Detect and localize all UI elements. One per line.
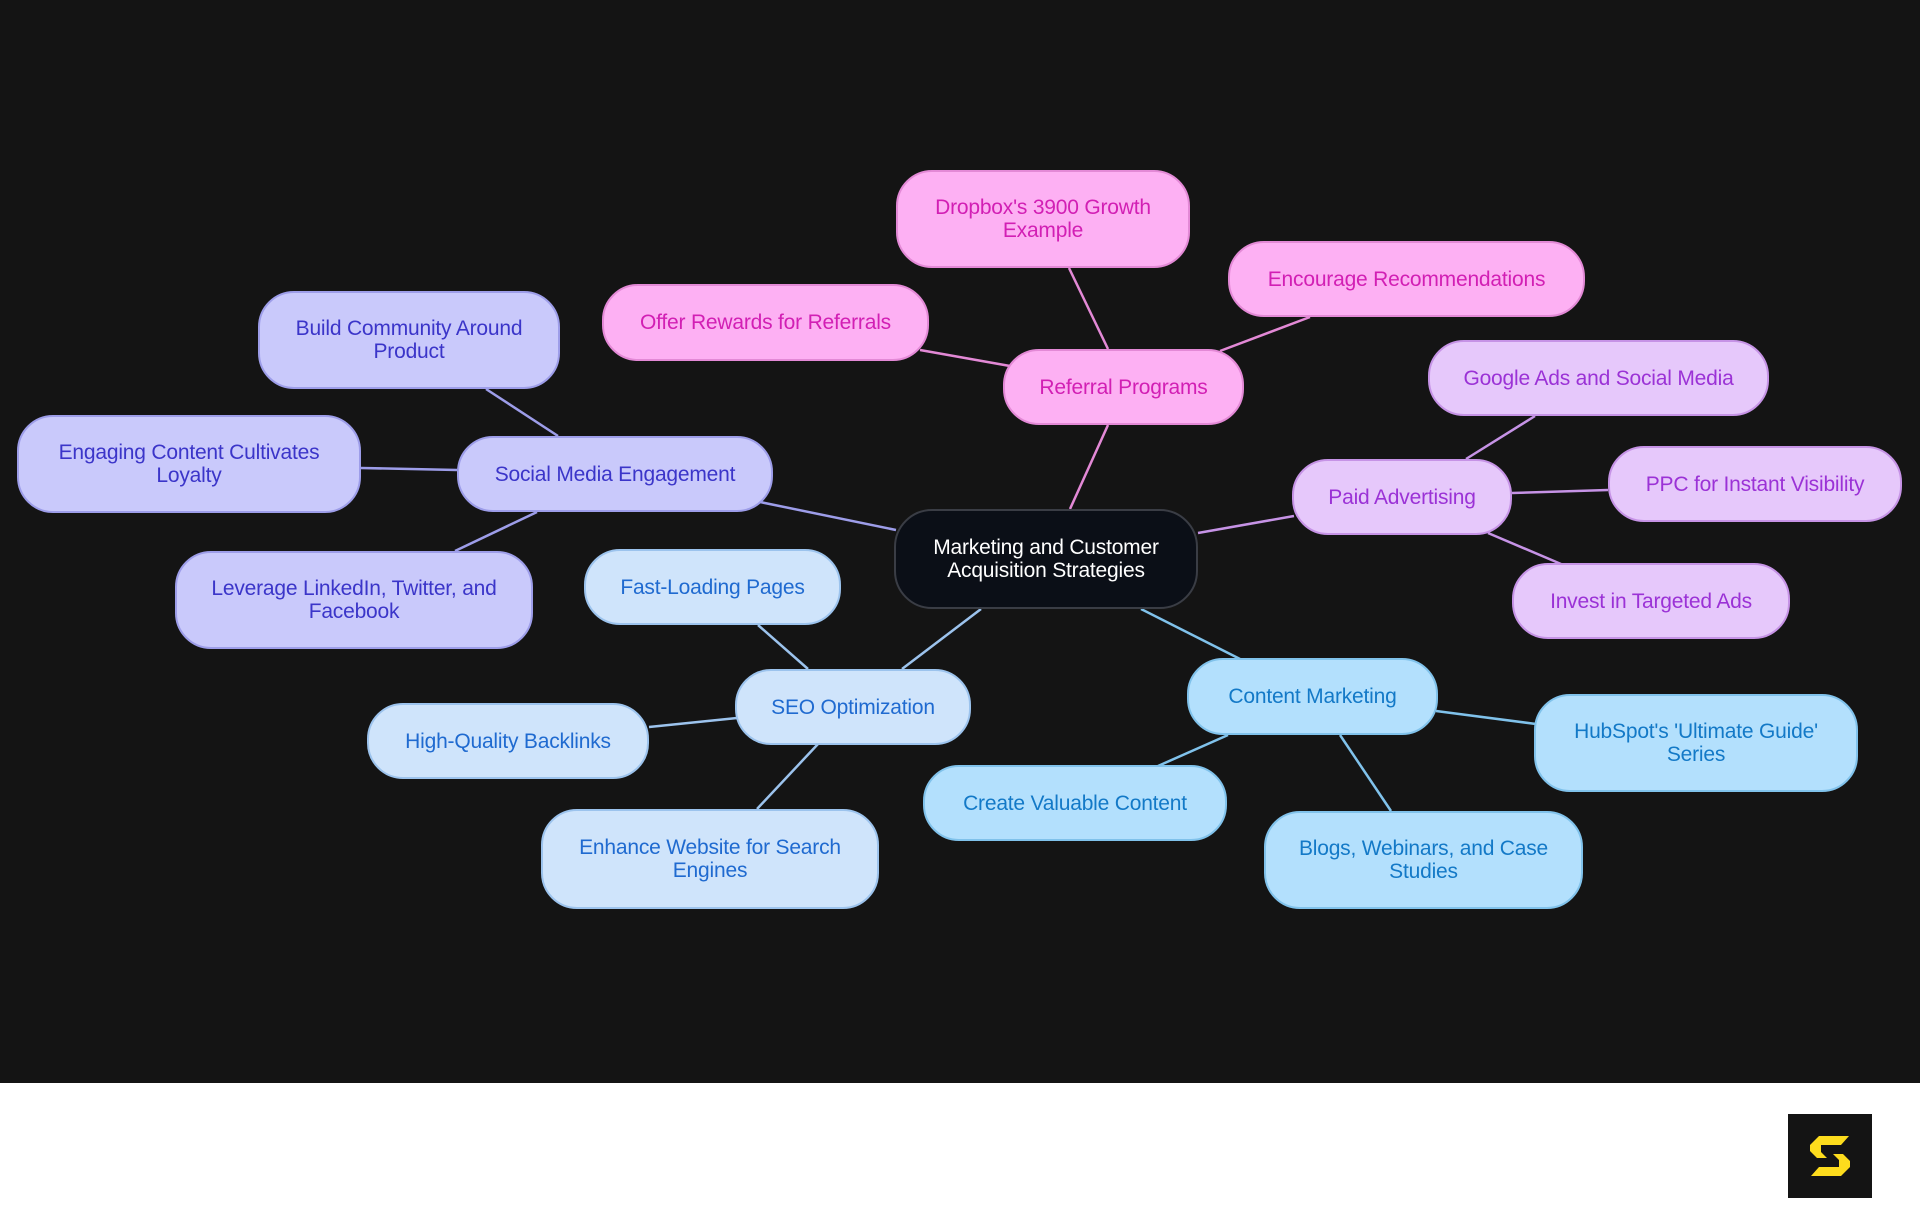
- leaf-label: Engaging Content Cultivates Loyalty: [58, 441, 320, 487]
- leaf-label: Create Valuable Content: [963, 791, 1187, 815]
- leaf-hubspot-guide[interactable]: HubSpot's 'Ultimate Guide' Series: [1534, 694, 1858, 792]
- branch-label: Content Marketing: [1228, 685, 1397, 708]
- leaf-ppc-visibility[interactable]: PPC for Instant Visibility: [1608, 446, 1902, 522]
- branch-label: Referral Programs: [1039, 375, 1208, 399]
- branch-referral-programs[interactable]: Referral Programs: [1003, 349, 1244, 425]
- leaf-offer-rewards[interactable]: Offer Rewards for Referrals: [602, 284, 929, 361]
- leaf-leverage-linkedin[interactable]: Leverage LinkedIn, Twitter, and Facebook: [175, 551, 533, 649]
- leaf-label: Dropbox's 3900 Growth Example: [935, 196, 1151, 242]
- leaf-google-ads[interactable]: Google Ads and Social Media: [1428, 340, 1769, 416]
- leaf-label: Fast-Loading Pages: [620, 575, 805, 599]
- leaf-engaging-content[interactable]: Engaging Content Cultivates Loyalty: [17, 415, 361, 513]
- leaf-blogs-webinars[interactable]: Blogs, Webinars, and Case Studies: [1264, 811, 1583, 909]
- leaf-high-quality-backlinks[interactable]: High-Quality Backlinks: [367, 703, 649, 779]
- s-logo-icon[interactable]: [1788, 1114, 1872, 1198]
- leaf-label: High-Quality Backlinks: [405, 729, 611, 753]
- branch-social-media-engagement[interactable]: Social Media Engagement: [457, 436, 773, 512]
- branch-label: SEO Optimization: [771, 695, 935, 719]
- leaf-build-community[interactable]: Build Community Around Product: [258, 291, 560, 389]
- root-node[interactable]: Marketing and Customer Acquisition Strat…: [894, 509, 1198, 609]
- leaf-fast-loading-pages[interactable]: Fast-Loading Pages: [584, 549, 841, 625]
- leaf-targeted-ads[interactable]: Invest in Targeted Ads: [1512, 563, 1790, 639]
- leaf-encourage-recommendations[interactable]: Encourage Recommendations: [1228, 241, 1585, 317]
- root-node-label: Marketing and Customer Acquisition Strat…: [933, 536, 1159, 582]
- leaf-label: Encourage Recommendations: [1267, 267, 1546, 291]
- branch-paid-advertising[interactable]: Paid Advertising: [1292, 459, 1512, 535]
- leaf-enhance-website[interactable]: Enhance Website for Search Engines: [541, 809, 879, 909]
- mindmap-canvas: Marketing and Customer Acquisition Strat…: [0, 0, 1920, 1083]
- branch-label: Social Media Engagement: [494, 462, 736, 486]
- branch-seo-optimization[interactable]: SEO Optimization: [735, 669, 971, 745]
- s-logo-glyph: [1810, 1136, 1850, 1176]
- leaf-dropbox-growth[interactable]: Dropbox's 3900 Growth Example: [896, 170, 1190, 268]
- footer: [0, 1083, 1920, 1215]
- connector-lines: [360, 267, 1609, 812]
- leaf-label: HubSpot's 'Ultimate Guide' Series: [1574, 720, 1818, 766]
- leaf-label: PPC for Instant Visibility: [1645, 472, 1865, 496]
- branch-content-marketing[interactable]: Content Marketing: [1187, 658, 1438, 735]
- leaf-label: Offer Rewards for Referrals: [640, 311, 891, 334]
- leaf-label: Build Community Around Product: [295, 317, 523, 363]
- leaf-label: Invest in Targeted Ads: [1550, 589, 1752, 613]
- leaf-label: Enhance Website for Search Engines: [579, 836, 841, 882]
- leaf-label: Leverage LinkedIn, Twitter, and Facebook: [211, 577, 497, 623]
- leaf-label: Blogs, Webinars, and Case Studies: [1298, 837, 1549, 883]
- leaf-label: Google Ads and Social Media: [1463, 366, 1734, 390]
- branch-label: Paid Advertising: [1328, 485, 1476, 509]
- leaf-create-valuable-content[interactable]: Create Valuable Content: [923, 765, 1227, 841]
